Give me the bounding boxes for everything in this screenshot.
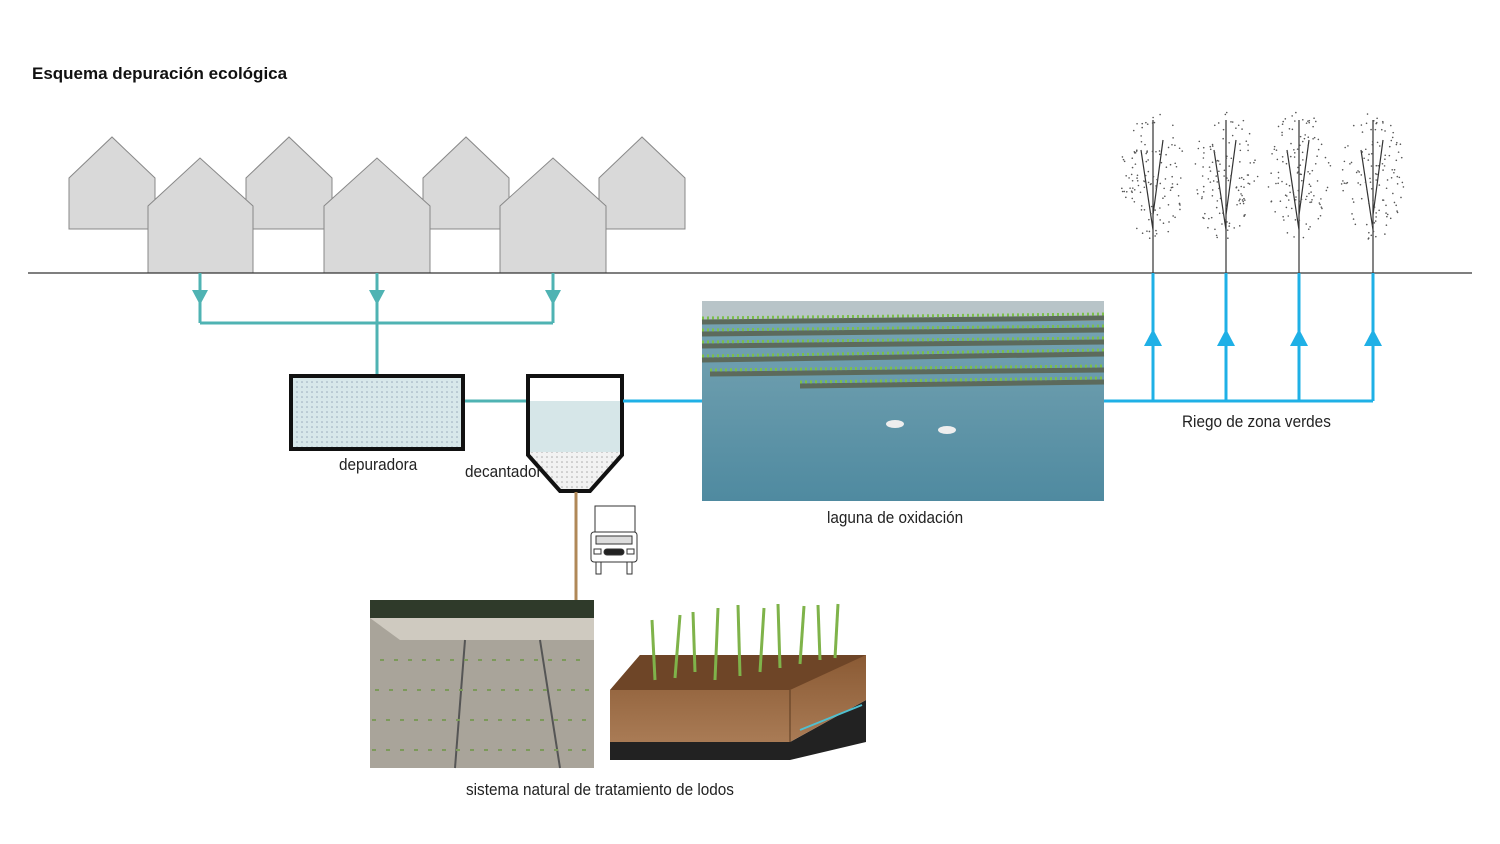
irrigation-pipes (1104, 273, 1375, 403)
arrow-up-icon (1217, 329, 1235, 346)
duck (886, 420, 904, 428)
trees (1121, 111, 1405, 273)
decantador-label: decantador (465, 462, 542, 481)
arrow-down-icon (192, 290, 208, 305)
depuradora-tank (289, 374, 465, 451)
arrow-up-icon (1364, 329, 1382, 346)
house (245, 136, 333, 230)
house (323, 157, 431, 274)
house (68, 136, 156, 230)
laguna-photo (701, 301, 1105, 501)
truck-icon (590, 505, 638, 575)
duck (938, 426, 956, 434)
lodos-label: sistema natural de tratamiento de lodos (466, 780, 734, 799)
laguna-label: laguna de oxidación (827, 508, 964, 527)
riego-label: Riego de zona verdes (1182, 412, 1331, 431)
house (147, 157, 254, 274)
sludge-bed-photo (370, 600, 594, 769)
wetland-section-diagram (610, 603, 866, 760)
arrow-down-icon (369, 290, 385, 305)
tree-icon (1121, 113, 1184, 273)
decantador-tank (526, 374, 624, 493)
diagram-title: Esquema depuración ecológica (32, 64, 288, 83)
tree-icon (1194, 111, 1259, 273)
houses (68, 136, 686, 274)
house (422, 136, 510, 230)
arrow-up-icon (1290, 329, 1308, 346)
arrow-down-icon (545, 290, 561, 305)
arrow-up-icon (1144, 329, 1162, 346)
house (598, 136, 686, 230)
tree-icon (1340, 113, 1405, 273)
house (499, 157, 607, 274)
tree-icon (1267, 111, 1332, 273)
depuradora-label: depuradora (339, 455, 418, 474)
